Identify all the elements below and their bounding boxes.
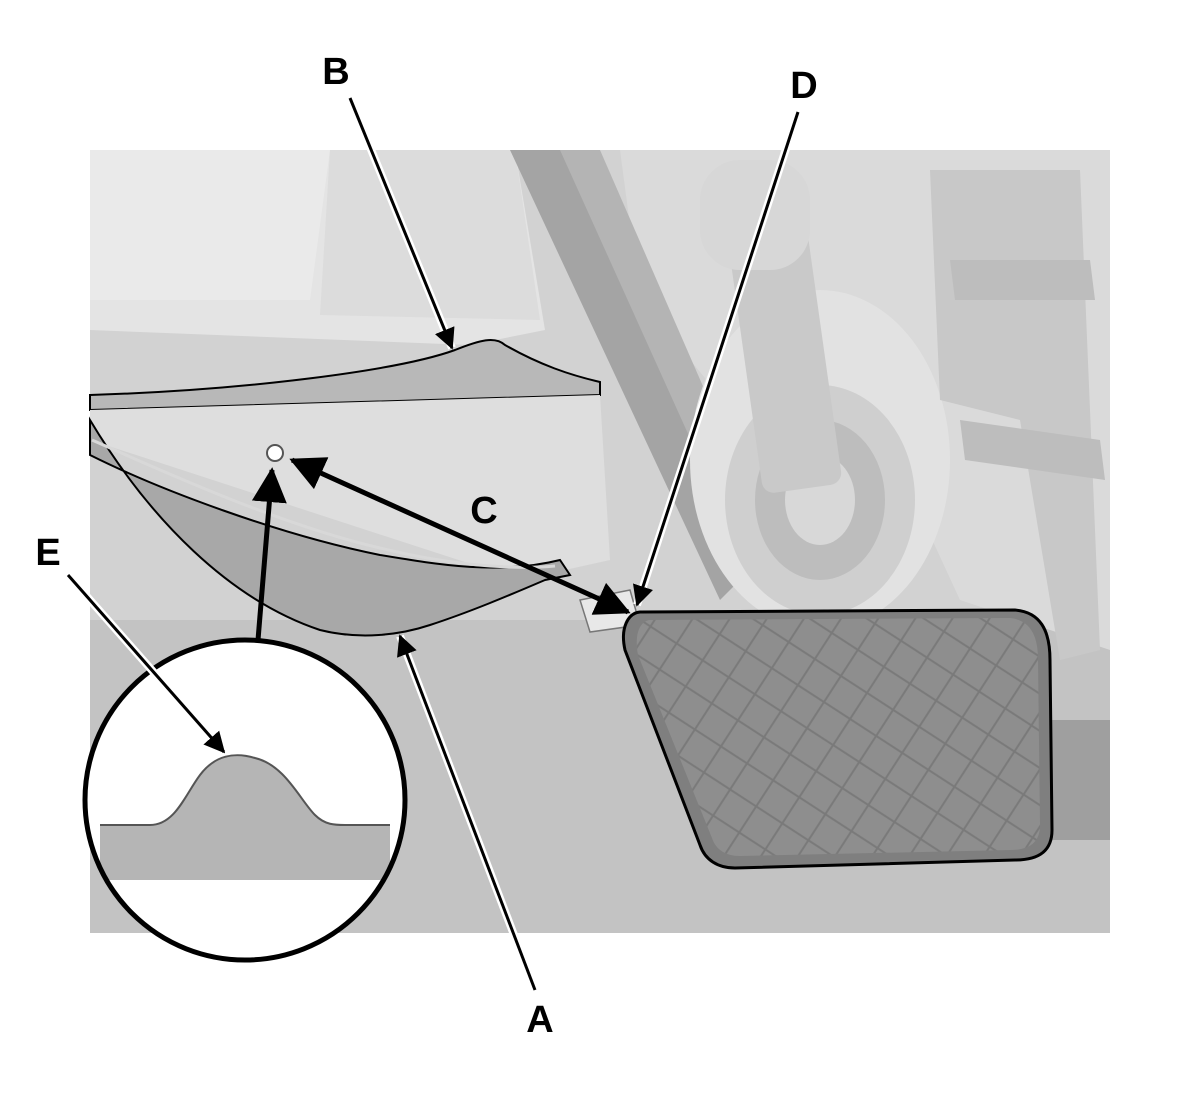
leader-e <box>64 572 228 755</box>
callout-label-e: E <box>35 532 60 574</box>
brake-pedal-pad <box>622 608 1054 870</box>
inset-pointer-arrow <box>251 467 287 641</box>
callout-label-d: D <box>790 65 817 107</box>
leader-d <box>632 110 802 607</box>
callout-label-b: B <box>322 51 349 93</box>
dimension-arrow-c <box>289 457 631 615</box>
leader-a <box>396 634 539 992</box>
detail-inset <box>82 637 408 963</box>
mounting-hole <box>266 444 284 462</box>
callout-label-c: C <box>470 490 497 532</box>
callout-label-a: A <box>526 999 553 1041</box>
leader-b <box>346 96 456 350</box>
